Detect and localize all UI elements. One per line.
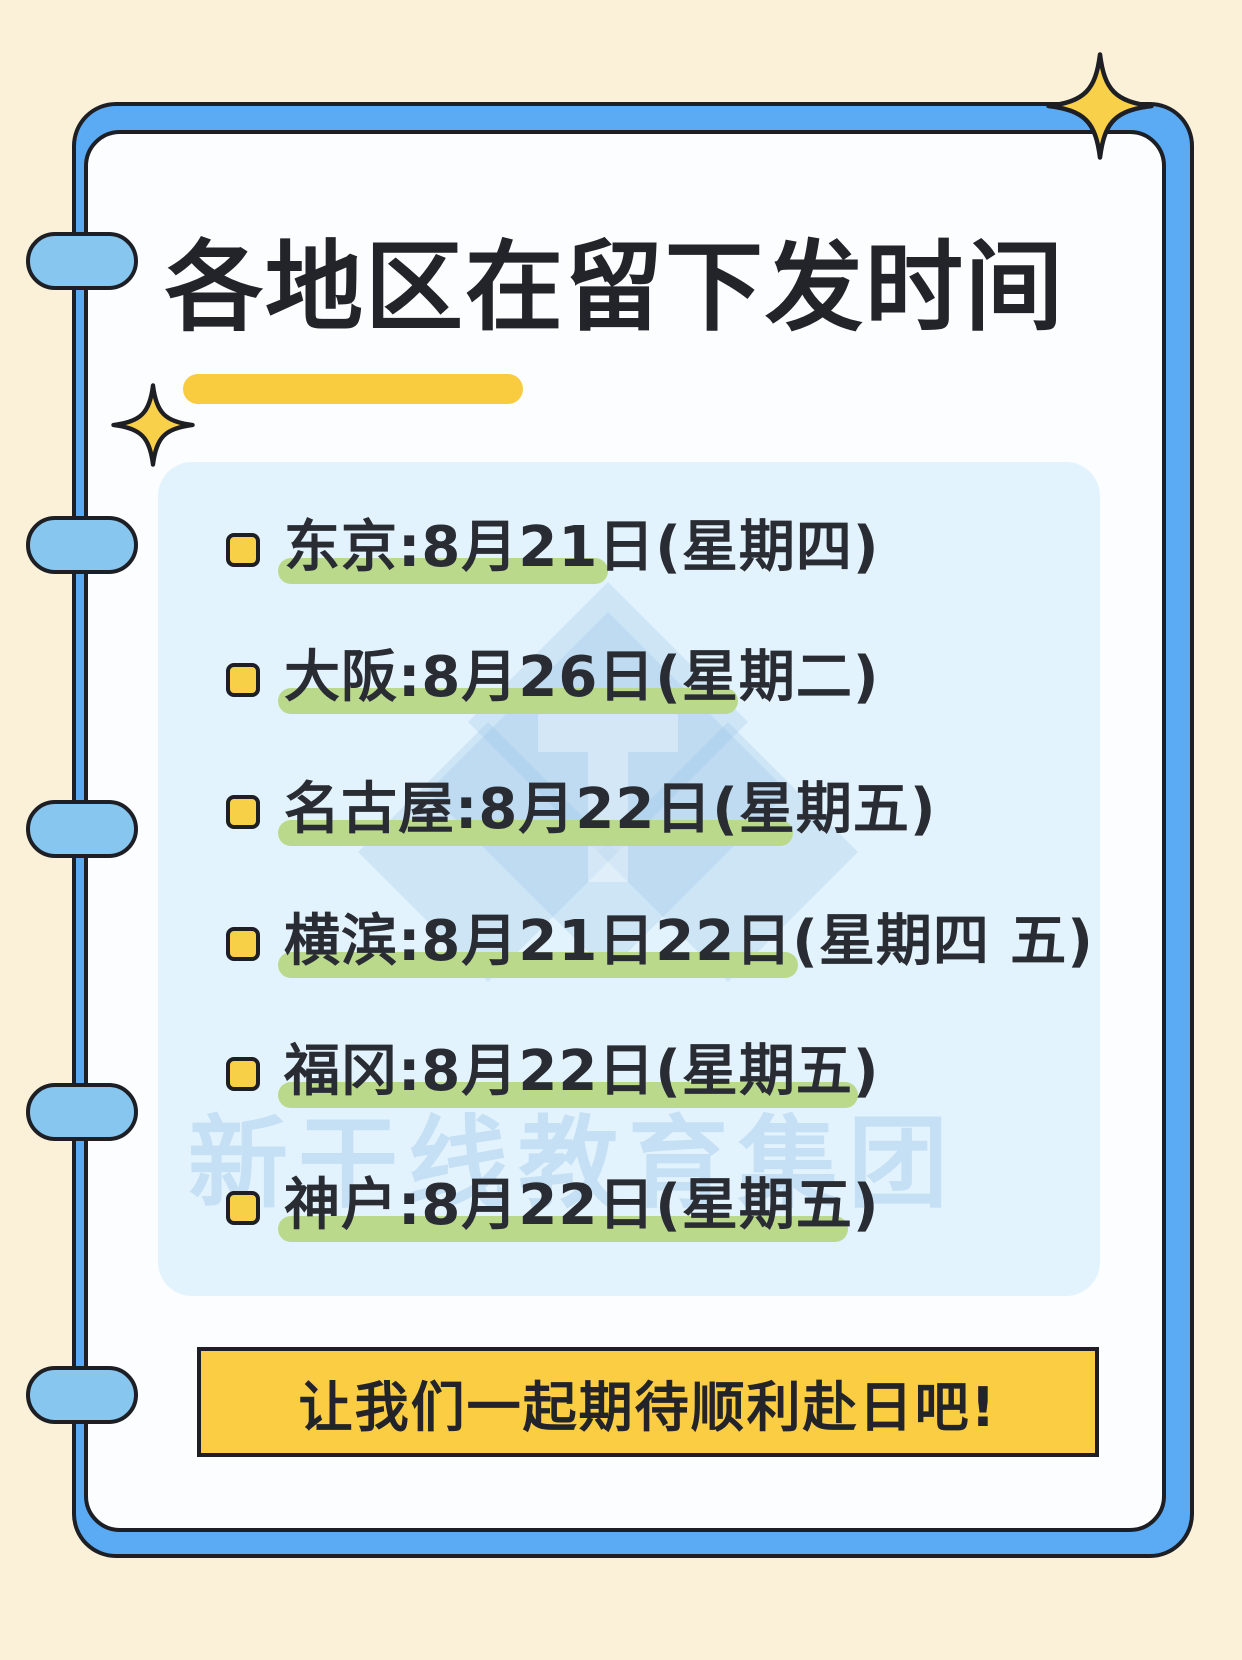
banner-text: 让我们一起期待顺利赴日吧! — [298, 1375, 998, 1439]
text-highlight — [278, 952, 798, 978]
list-item-label: 横滨:8月21日22日(星期四 五) — [284, 909, 1094, 974]
closing-banner: 让我们一起期待顺利赴日吧! — [197, 1347, 1099, 1457]
text-highlight — [278, 1082, 858, 1108]
list-item-label: 东京:8月21日(星期四) — [284, 515, 880, 580]
title-underline — [183, 374, 523, 404]
text-highlight — [278, 558, 608, 584]
list-item-label: 大阪:8月26日(星期二) — [284, 645, 880, 710]
binder-ring — [26, 232, 138, 290]
checkbox-icon — [226, 927, 260, 961]
text-highlight — [278, 820, 793, 846]
sparkle-icon — [1046, 52, 1154, 160]
list-item-label: 福冈:8月22日(星期五) — [284, 1039, 880, 1104]
binder-ring — [26, 800, 138, 858]
binder-ring — [26, 1083, 138, 1141]
text-highlight — [278, 1216, 848, 1242]
list-item-label: 神户:8月22日(星期五) — [284, 1173, 880, 1238]
text-highlight — [278, 688, 738, 714]
binder-ring — [26, 1366, 138, 1424]
list-item-label: 名古屋:8月22日(星期五) — [284, 777, 937, 842]
schedule-panel: 新干线教育集团 东京:8月21日(星期四) 大阪:8月26日(星期二) 名古屋:… — [158, 462, 1100, 1296]
page-title: 各地区在留下发时间 — [165, 231, 1066, 345]
checkbox-icon — [226, 1191, 260, 1225]
checkbox-icon — [226, 663, 260, 697]
checkbox-icon — [226, 795, 260, 829]
checkbox-icon — [226, 1057, 260, 1091]
schedule-list: 东京:8月21日(星期四) 大阪:8月26日(星期二) 名古屋:8月22日(星期… — [158, 462, 1100, 1296]
checkbox-icon — [226, 533, 260, 567]
sparkle-icon — [111, 383, 195, 467]
binder-ring — [26, 516, 138, 574]
